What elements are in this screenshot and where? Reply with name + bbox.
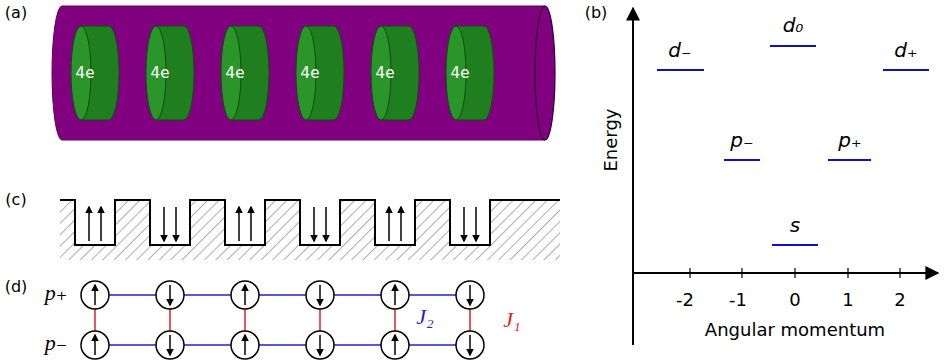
electron-count: 4e	[224, 62, 247, 84]
panel-letter: (a)	[5, 5, 27, 21]
electron-count: 4e	[374, 62, 397, 84]
electron-count: 4e	[149, 62, 172, 84]
level-label: d₋	[668, 40, 691, 60]
disk-label: 4e	[222, 60, 249, 86]
disk	[146, 26, 194, 120]
orbital-label: p₋	[45, 332, 68, 354]
disk-label: 4e	[72, 60, 99, 86]
disk	[371, 26, 419, 120]
panel-letter: (d)	[5, 279, 28, 295]
level-label: p₊	[838, 130, 861, 150]
disk-label: 4e	[447, 60, 474, 86]
potential-wells	[60, 200, 560, 260]
nanotube	[52, 6, 555, 140]
level-label: s	[790, 215, 800, 235]
coupling-label: J₁	[503, 309, 520, 331]
tick-label: 0	[789, 291, 800, 309]
level-label: d₊	[894, 40, 917, 60]
electron-count: 4e	[74, 62, 97, 84]
level-label: p₋	[730, 130, 753, 150]
disk	[71, 26, 119, 120]
tick-label: -1	[729, 291, 747, 309]
disk	[296, 26, 344, 120]
level-label: d₀	[783, 15, 804, 35]
panel-letter: (b)	[585, 5, 608, 21]
spin-ladder	[81, 281, 484, 359]
disk-label: 4e	[297, 60, 324, 86]
tick-label: 2	[894, 291, 905, 309]
electron-count: 4e	[299, 62, 322, 84]
energy-axes	[633, 8, 938, 345]
tick-label: -2	[676, 291, 694, 309]
coupling-label: J₂	[416, 306, 433, 328]
electron-count: 4e	[449, 62, 472, 84]
energy-levels	[657, 46, 929, 245]
axis-title: Energy	[602, 108, 620, 171]
disk	[221, 26, 269, 120]
axis-title: Angular momentum	[705, 321, 885, 339]
disk	[446, 26, 494, 120]
disk-label: 4e	[372, 60, 399, 86]
axis-ticks	[690, 268, 900, 278]
orbital-label: p₊	[45, 282, 68, 304]
tick-label: 1	[842, 291, 853, 309]
panel-letter: (c)	[5, 192, 26, 208]
disks	[71, 26, 494, 120]
disk-label: 4e	[147, 60, 174, 86]
